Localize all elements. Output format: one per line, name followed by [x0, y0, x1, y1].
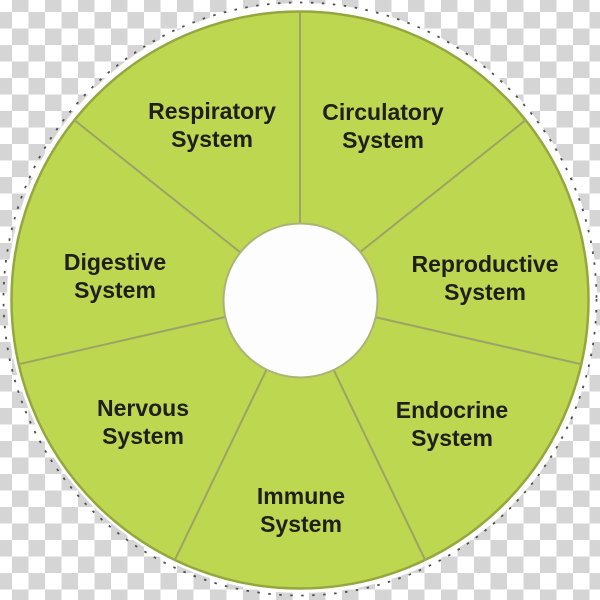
divider-upper-right — [359, 119, 527, 253]
divider-left — [17, 316, 226, 366]
divider-right — [374, 316, 583, 366]
center-hub-circle — [222, 222, 379, 379]
divider-upper-left — [73, 119, 241, 253]
divider-lower-left — [173, 368, 268, 561]
segment-dividers — [17, 11, 583, 561]
divider-lower-right — [332, 368, 427, 561]
